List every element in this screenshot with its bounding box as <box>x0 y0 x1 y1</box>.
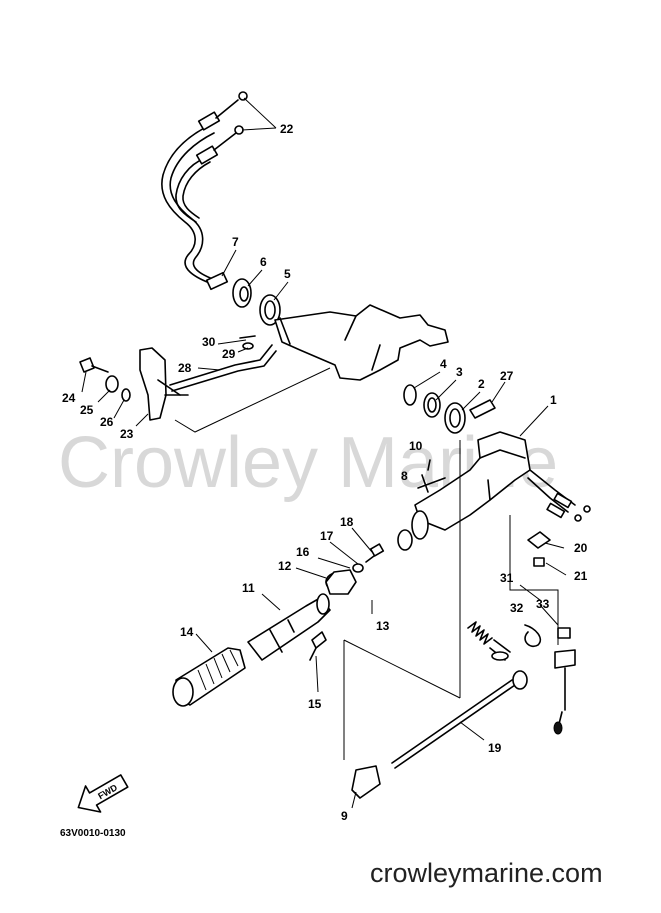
callout-16: 16 <box>296 545 310 559</box>
callout-17: 17 <box>320 529 334 543</box>
footer-site-text: crowleymarine.com <box>370 858 603 888</box>
callout-13: 13 <box>376 619 390 633</box>
callout-9: 9 <box>341 809 348 823</box>
kill-switch-assembly <box>467 515 576 735</box>
washer-stack <box>403 384 496 434</box>
callout-18: 18 <box>340 515 354 529</box>
callout-8: 8 <box>401 469 408 483</box>
callout-33: 33 <box>536 597 550 611</box>
shift-lever <box>79 335 331 433</box>
callout-numbers: 1 2 3 4 5 6 7 8 9 10 11 12 13 14 15 16 1… <box>62 122 588 823</box>
callout-26: 26 <box>100 415 114 429</box>
handle-bracket <box>397 431 591 551</box>
callout-22: 22 <box>280 122 294 136</box>
callout-4: 4 <box>440 357 447 371</box>
callout-12: 12 <box>278 559 292 573</box>
callout-19: 19 <box>488 741 502 755</box>
callout-10: 10 <box>409 439 423 453</box>
throttle-cables <box>161 91 248 286</box>
callout-30: 30 <box>202 335 216 349</box>
callout-32: 32 <box>510 601 524 615</box>
callout-7: 7 <box>232 235 239 249</box>
callout-14: 14 <box>180 625 194 639</box>
callout-31: 31 <box>500 571 514 585</box>
callout-5: 5 <box>284 267 291 281</box>
callout-11: 11 <box>242 581 255 595</box>
throttle-grip <box>172 543 385 707</box>
fwd-arrow: FWD <box>77 774 129 813</box>
callout-25: 25 <box>80 403 94 417</box>
steering-arm <box>274 304 449 381</box>
upper-bracket-assembly <box>205 271 281 326</box>
callout-6: 6 <box>260 255 267 269</box>
callout-2: 2 <box>478 377 485 391</box>
diagram-code: 63V0010-0130 <box>60 828 126 839</box>
callout-27: 27 <box>500 369 514 383</box>
pin-and-cotter <box>417 459 446 493</box>
plate-and-screw <box>527 531 551 567</box>
callout-21: 21 <box>574 569 588 583</box>
callout-23: 23 <box>120 427 134 441</box>
callout-3: 3 <box>456 365 463 379</box>
callout-28: 28 <box>178 361 192 375</box>
callout-1: 1 <box>550 393 557 407</box>
throttle-rod <box>343 440 528 799</box>
callout-24: 24 <box>62 391 76 405</box>
callout-29: 29 <box>222 347 236 361</box>
callout-20: 20 <box>574 541 588 555</box>
callout-15: 15 <box>308 697 322 711</box>
leader-lines <box>81 97 567 809</box>
